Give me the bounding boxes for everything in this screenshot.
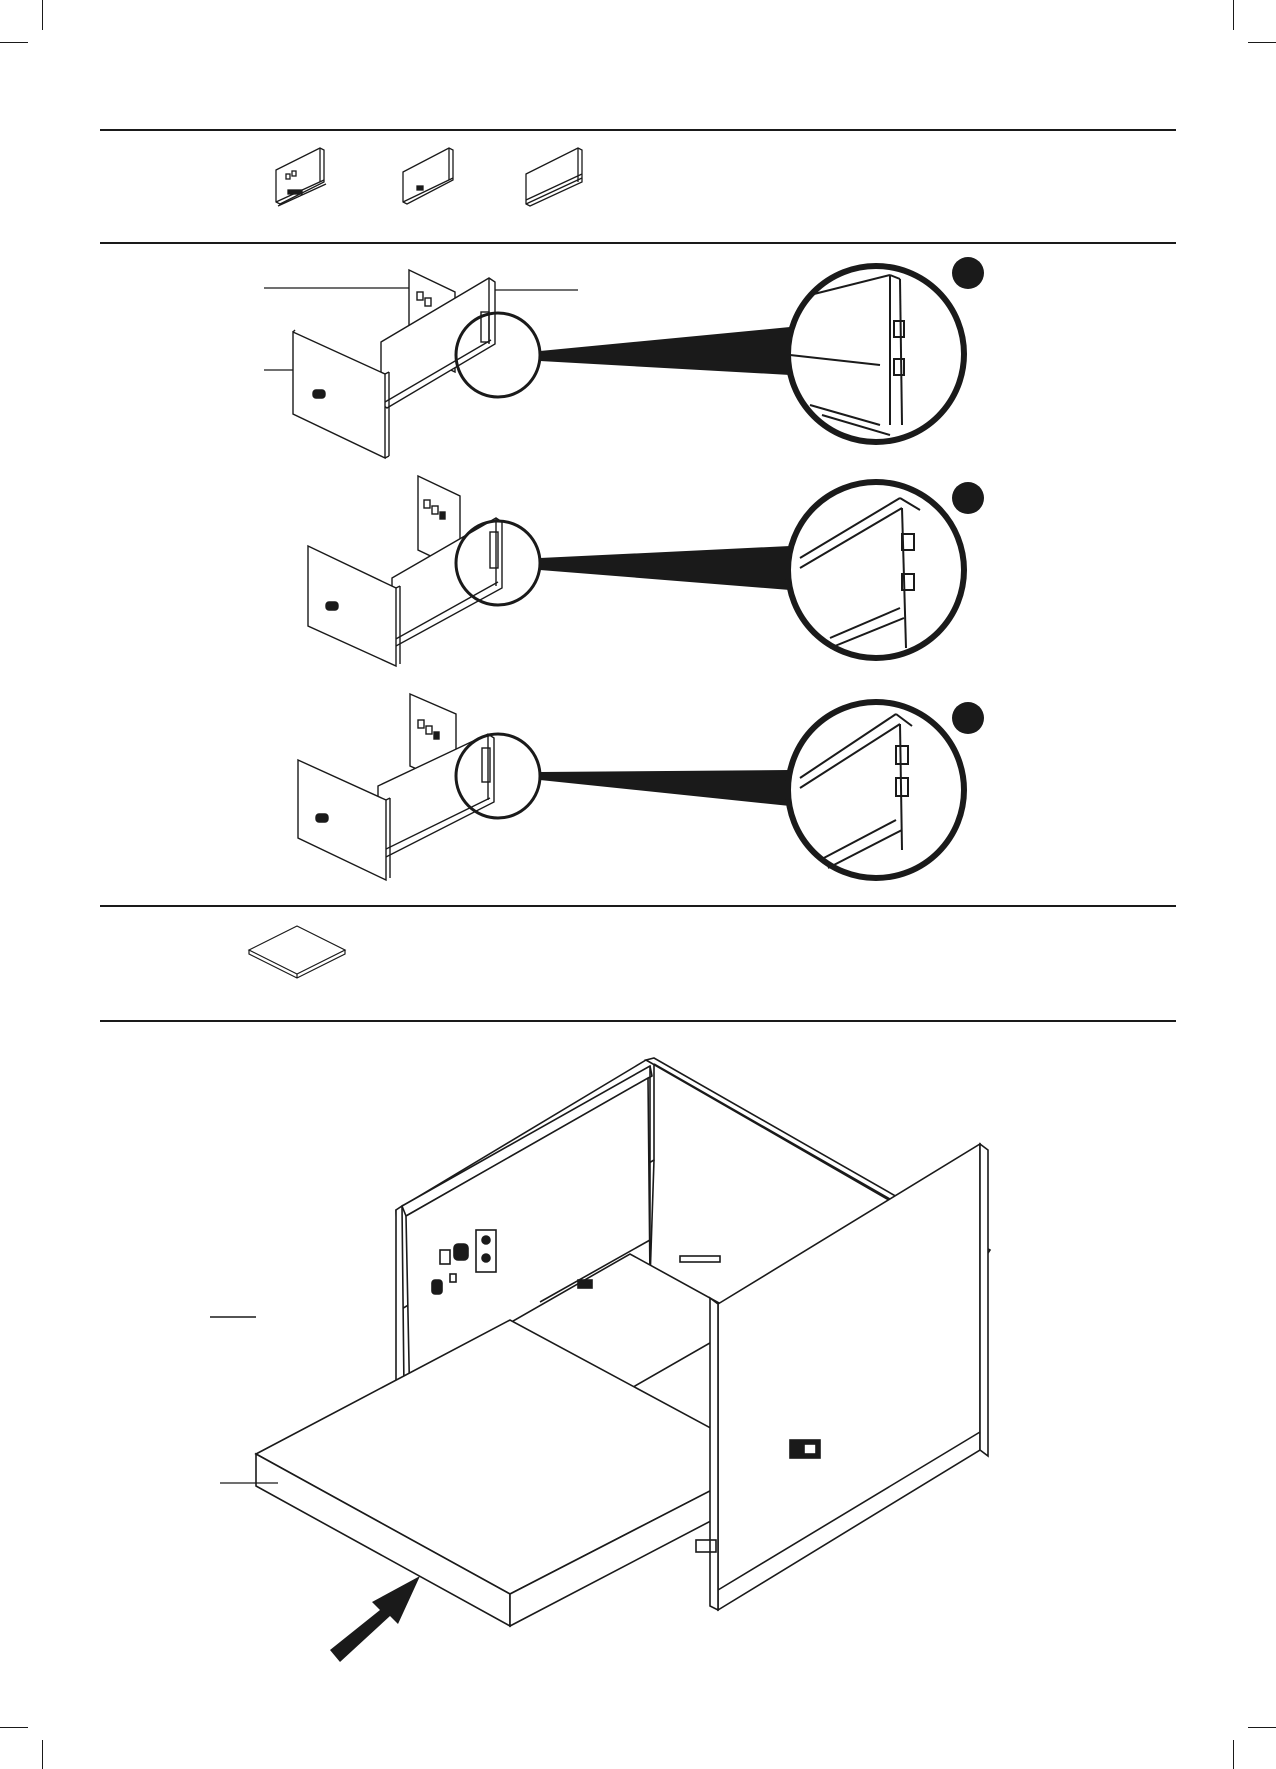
crop-mark-tl-h: [0, 42, 28, 43]
crop-mark-tl-v: [42, 0, 43, 30]
part-back-panel: [520, 140, 600, 210]
crop-mark-bl-h: [0, 1727, 28, 1728]
crop-mark-tr-h: [1248, 42, 1276, 43]
section-rule-2: [100, 242, 1176, 244]
crop-mark-bl-v: [42, 1740, 43, 1769]
insert-arrow-icon: [320, 1570, 430, 1670]
part-side-panel-with-rail: [268, 140, 338, 210]
crop-mark-br-v: [1233, 1740, 1234, 1769]
crop-mark-br-h: [1248, 1727, 1276, 1728]
section-rule-1: [100, 129, 1176, 131]
part-side-panel: [395, 140, 465, 210]
crop-mark-tr-v: [1233, 0, 1234, 30]
detail-magnifier-2: [450, 478, 1010, 678]
section-rule-3: [100, 905, 1176, 907]
detail-magnifier-3: [450, 690, 1010, 890]
section-rule-4: [100, 1020, 1176, 1022]
leader-line-bottom-board: [220, 1480, 280, 1486]
part-bottom-board: [245, 920, 355, 1000]
detail-magnifier-1: [450, 255, 1010, 455]
